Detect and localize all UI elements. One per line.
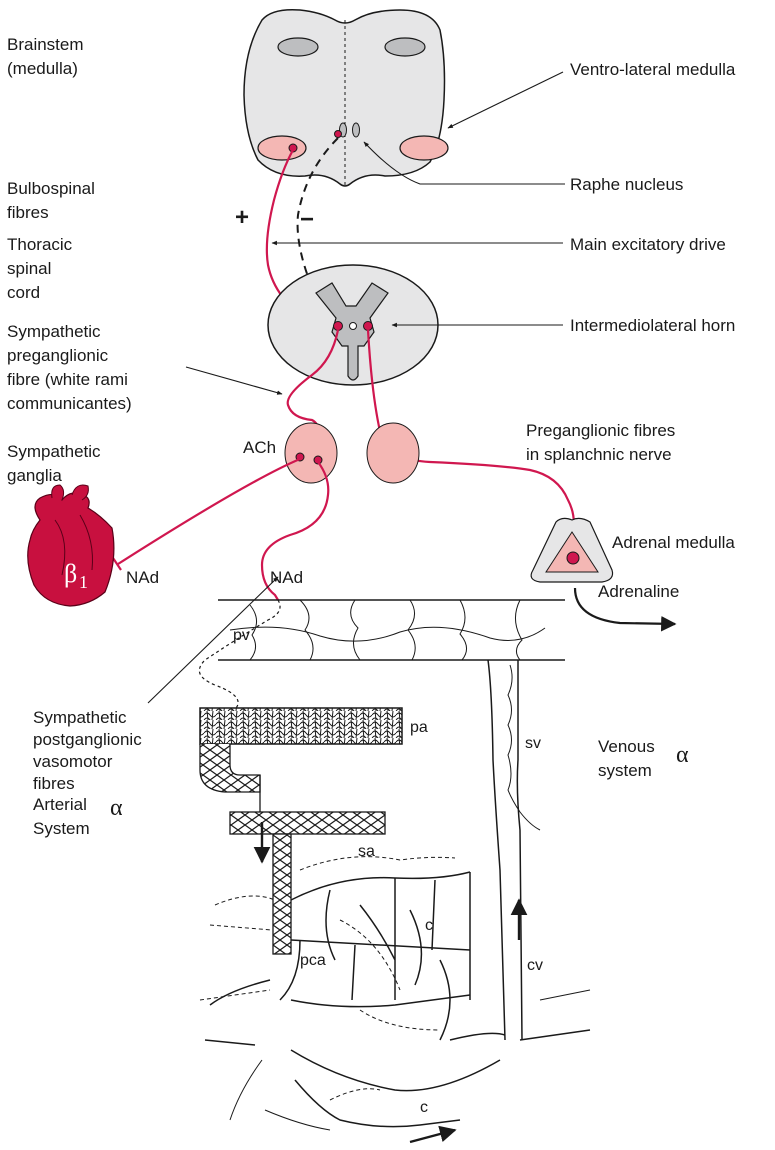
small-vein — [488, 660, 505, 1040]
adrenaline-label: Adrenaline — [598, 582, 679, 601]
labels: Brainstem (medulla) Ventro-lateral medul… — [7, 35, 736, 1116]
iml-neuron-left — [334, 322, 343, 331]
postganglionic-cardiac-fibre — [118, 459, 300, 564]
beta1-receptor-label: β — [64, 559, 77, 588]
sympathetic-ganglia — [285, 423, 419, 483]
pv-label: pv — [233, 627, 250, 644]
iml-horn-label: Intermediolateral horn — [570, 316, 735, 335]
raphe-neuron-body — [335, 131, 342, 138]
sa-label: sa — [358, 843, 375, 860]
ach-label: ACh — [243, 438, 276, 457]
chromaffin-cell — [567, 552, 579, 564]
heart-shape — [28, 493, 114, 606]
brainstem-section — [244, 10, 448, 186]
sv-label: sv — [525, 735, 541, 752]
iml-neuron-right — [364, 322, 373, 331]
capillary-flow-arrow — [410, 1130, 455, 1142]
brainstem-label: Brainstem (medulla) — [7, 35, 88, 78]
vasomotor-dashed-continuation — [199, 600, 280, 712]
postganglionic-label: Sympathetic postganglionic vasomotor fib… — [33, 708, 146, 793]
ganglion-right — [367, 423, 419, 483]
heart-icon: β 1 — [28, 485, 114, 606]
preganglionic-pointer — [186, 367, 282, 394]
inhibitory-sign: − — [300, 206, 314, 233]
capillary-upper-label: c — [425, 917, 433, 934]
ventrolateral-nucleus-right — [400, 136, 448, 160]
beta1-receptor-subscript: 1 — [79, 572, 88, 592]
medulla-grey-right — [385, 38, 425, 56]
heart-vessel-1 — [52, 485, 64, 500]
ventrolateral-nucleus-left — [258, 136, 306, 160]
excitatory-sign: + — [235, 204, 249, 231]
ganglion-left — [285, 423, 337, 483]
venous-alpha-label: α — [676, 742, 689, 768]
adrenal-gland — [531, 518, 612, 582]
raphe-nucleus-label: Raphe nucleus — [570, 175, 683, 194]
medulla-grey-left — [278, 38, 318, 56]
cv-label: cv — [527, 957, 543, 974]
pca-label: pca — [300, 952, 326, 969]
adrenal-medulla-label: Adrenal medulla — [612, 533, 735, 552]
splanchnic-label: Preganglionic fibres in splanchnic nerve — [526, 421, 680, 464]
vascular-bed — [200, 600, 590, 1130]
arterial-system-label: Arterial System — [33, 795, 92, 838]
nad-heart-label: NAd — [126, 568, 159, 587]
nad-vessel-label: NAd — [270, 568, 303, 587]
arterial-alpha-label: α — [110, 795, 123, 821]
main-drive-label: Main excitatory drive — [570, 235, 726, 254]
raphe-nucleus-right — [353, 123, 360, 137]
ventrolateral-medulla-label: Ventro-lateral medulla — [570, 60, 736, 79]
central-canal — [350, 323, 357, 330]
bulbospinal-label: Bulbospinal fibres — [7, 179, 100, 222]
thoracic-cord-label: Thoracic spinal cord — [7, 235, 77, 302]
vlm-pointer — [448, 72, 563, 128]
ganglia-label: Sympathetic ganglia — [7, 442, 105, 485]
venous-system-label: Venous system — [598, 737, 659, 780]
preganglionic-label: Sympathetic preganglionic fibre (white r… — [7, 322, 133, 413]
capillary-lower-label: c — [420, 1099, 428, 1116]
pa-label: pa — [410, 719, 428, 736]
